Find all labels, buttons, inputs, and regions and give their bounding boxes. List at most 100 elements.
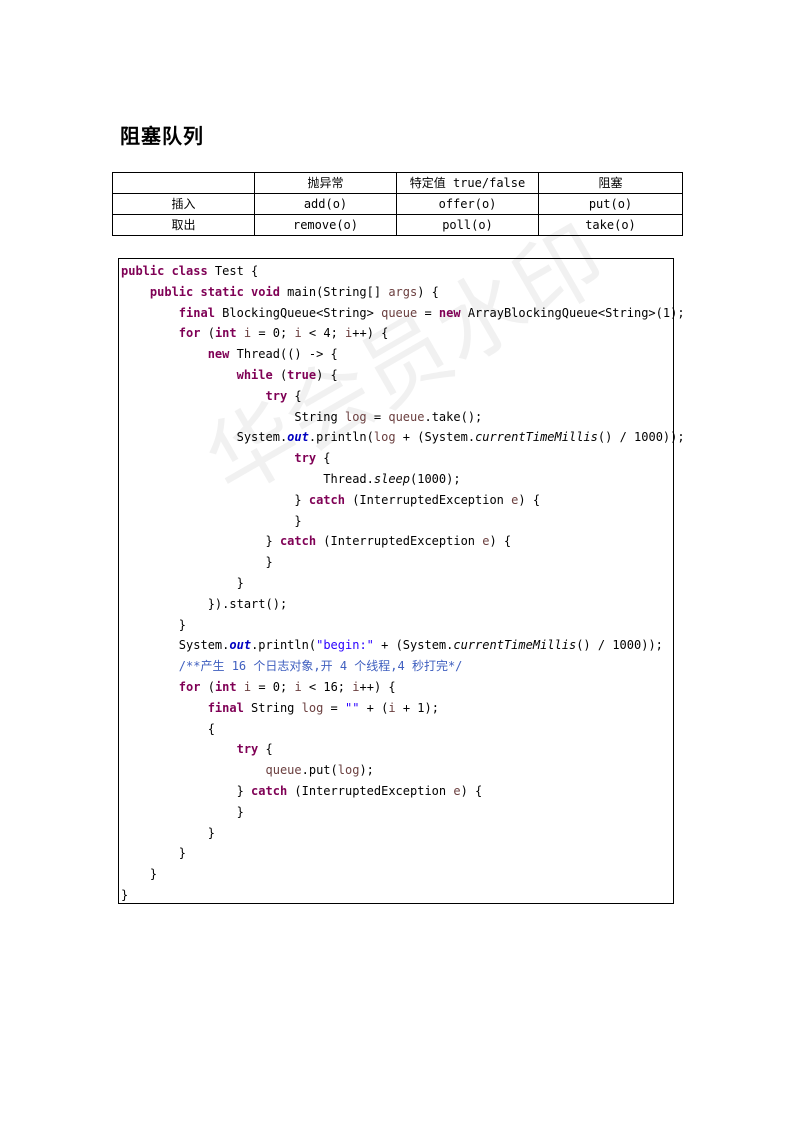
code-token: queue (388, 409, 425, 424)
code-token: true (287, 367, 317, 382)
code-line: queue.put(log); (121, 760, 685, 781)
code-line: for (int i = 0; i < 16; i++) { (121, 677, 685, 698)
code-token: log (373, 430, 396, 445)
code-token: String (121, 409, 345, 424)
table-cell: take(o) (538, 214, 683, 236)
table-header-cell: 阻塞 (538, 172, 683, 194)
code-token: } (121, 555, 273, 570)
code-token: < 16; (301, 679, 353, 694)
code-token: (InterruptedException (287, 783, 454, 798)
code-line: for (int i = 0; i < 4; i++) { (121, 323, 685, 344)
code-token: { (287, 388, 302, 403)
code-token: System. (121, 638, 230, 653)
code-token: } (121, 825, 215, 840)
code-token: = 0; (251, 326, 295, 341)
code-line: } (121, 615, 685, 636)
code-line: } (121, 864, 685, 885)
code-token: { (258, 742, 273, 757)
code-line: } (121, 573, 685, 594)
code-line: final BlockingQueue<String> queue = new … (121, 303, 685, 324)
code-token: String (243, 700, 302, 715)
table-cell: put(o) (538, 193, 683, 215)
code-token: i (243, 679, 252, 694)
code-token: () / 1000)); (597, 430, 685, 445)
code-token: log (301, 700, 324, 715)
code-token: currentTimeMillis (453, 638, 577, 653)
code-token: main(String[] (279, 284, 389, 299)
code-token: } (121, 783, 252, 798)
code-token (121, 659, 179, 673)
code-token: Thread(() -> { (229, 347, 338, 362)
code-token (121, 347, 208, 361)
code-line: try { (121, 739, 685, 760)
code-token: Thread. (121, 471, 374, 486)
code-token: e (482, 534, 490, 549)
code-line: String log = queue.take(); (121, 407, 685, 428)
code-token: = 0; (251, 679, 295, 694)
code-token: e (453, 783, 461, 798)
table-cell: add(o) (254, 193, 397, 215)
code-token: + ( (359, 700, 389, 715)
code-token: ) { (518, 492, 541, 507)
code-token: } (121, 492, 309, 507)
code-token: } (121, 617, 187, 632)
code-token: log (337, 763, 360, 778)
code-token: Test { (207, 264, 259, 278)
code-token (121, 763, 266, 777)
code-line: final String log = "" + (i + 1); (121, 698, 685, 719)
code-listing: public class Test { public static void m… (121, 261, 685, 906)
code-line: } (121, 552, 685, 573)
table-cell: 插入 (112, 193, 255, 215)
code-token: new (207, 347, 230, 362)
code-token (121, 701, 208, 715)
code-line: try { (121, 448, 685, 469)
code-token (237, 680, 244, 694)
code-token: final (178, 305, 215, 320)
code-token: } (121, 846, 187, 861)
code-token: new (438, 305, 461, 320)
section-heading: 阻塞队列 (120, 124, 204, 148)
code-token: ArrayBlockingQueue<String>(1); (460, 305, 685, 320)
code-token: ++) { (352, 326, 389, 341)
code-token: try (236, 742, 259, 757)
code-token: currentTimeMillis (475, 430, 598, 445)
code-token: } (121, 867, 158, 882)
code-token: catch (279, 534, 317, 549)
code-token: BlockingQueue<String> (214, 305, 382, 320)
code-line: /**产生 16 个日志对象,开 4 个线程,4 秒打完*/ (121, 656, 685, 677)
code-token (237, 326, 244, 340)
code-token: queue (381, 305, 418, 320)
code-token: ) { (316, 367, 338, 382)
code-token: log (344, 409, 367, 424)
code-token: (InterruptedException (344, 492, 512, 507)
code-token: } (121, 887, 129, 902)
table-header-cell: 特定值 true/false (396, 172, 539, 194)
code-token: int (214, 326, 237, 341)
code-token: catch (251, 783, 288, 798)
code-token: .take(); (424, 409, 483, 424)
code-line: } (121, 511, 685, 532)
code-line: try { (121, 386, 685, 407)
code-token (121, 680, 179, 694)
code-token: /**产生 16 个日志对象,开 4 个线程,4 秒打完*/ (178, 659, 463, 674)
code-token (121, 285, 150, 299)
code-line: { (121, 719, 685, 740)
code-token: i (294, 679, 302, 694)
code-token: for (178, 679, 201, 694)
code-token: try (294, 451, 317, 466)
code-token (121, 389, 266, 403)
code-token: ( (272, 367, 288, 382)
code-token: () / 1000)); (576, 638, 663, 653)
table-header-cell: 抛异常 (254, 172, 397, 194)
code-token: .put( (301, 763, 338, 778)
code-token: i (352, 679, 360, 694)
code-token: public class (121, 264, 208, 278)
code-token: }).start(); (121, 596, 288, 611)
code-token: for (178, 326, 201, 341)
code-token: ( (200, 326, 215, 341)
code-token: out (287, 430, 309, 445)
code-line: public static void main(String[] args) { (121, 282, 685, 303)
code-token (121, 326, 179, 340)
code-token: queue (265, 763, 302, 778)
code-token: .println( (308, 430, 374, 445)
